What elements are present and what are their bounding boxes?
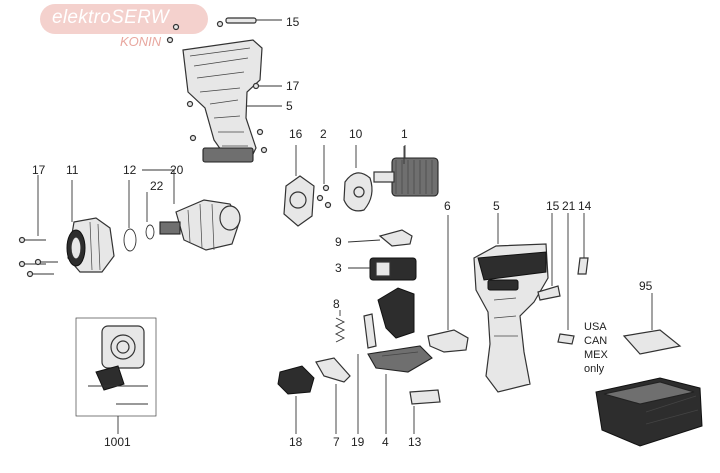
housing-half-left bbox=[182, 39, 263, 163]
callout-1001: 1001 bbox=[104, 435, 131, 449]
electronic-disc bbox=[343, 145, 373, 212]
watermark-badge bbox=[40, 4, 208, 34]
gear-housing bbox=[66, 180, 115, 273]
callout-16: 16 bbox=[289, 127, 303, 141]
callout-12: 12 bbox=[123, 163, 137, 177]
housing-screws-top bbox=[166, 17, 282, 154]
callout-20: 20 bbox=[170, 163, 184, 177]
battery-latch bbox=[427, 215, 469, 353]
callout-22: 22 bbox=[150, 179, 164, 193]
callout-8: 8 bbox=[333, 297, 340, 311]
callout-10: 10 bbox=[349, 127, 363, 141]
callout-5-right: 5 bbox=[493, 199, 500, 213]
callout-13: 13 bbox=[408, 435, 422, 449]
callout-7: 7 bbox=[333, 435, 340, 449]
callout-11: 11 bbox=[66, 163, 79, 177]
region-note-line-3: MEX bbox=[584, 349, 609, 361]
inset-panel bbox=[75, 317, 157, 434]
callout-9: 9 bbox=[335, 235, 342, 249]
callout-2: 2 bbox=[320, 127, 327, 141]
battery-pack bbox=[595, 293, 703, 447]
leader-lines bbox=[258, 105, 405, 164]
switch-cap bbox=[347, 229, 413, 247]
housing-assembled bbox=[473, 213, 549, 393]
warning-label bbox=[577, 213, 589, 275]
retaining-ring bbox=[123, 180, 137, 252]
callout-14: 14 bbox=[578, 199, 592, 213]
region-note-line-2: CAN bbox=[584, 335, 607, 347]
callout-3: 3 bbox=[335, 261, 342, 275]
washer bbox=[145, 192, 155, 240]
screw-set bbox=[316, 145, 332, 209]
callout-4: 4 bbox=[382, 435, 389, 449]
region-note-line-4: only bbox=[584, 363, 605, 375]
gear-drive-assembly bbox=[142, 169, 241, 251]
slide-rail bbox=[315, 357, 351, 434]
bearing-plate bbox=[283, 145, 315, 227]
callout-17-left: 17 bbox=[32, 163, 46, 177]
decal-strip bbox=[537, 213, 561, 301]
callout-18: 18 bbox=[289, 435, 303, 449]
spring bbox=[334, 310, 346, 343]
contact-strip bbox=[357, 313, 377, 434]
callout-5-top: 5 bbox=[286, 99, 293, 113]
watermark-city: KONIN bbox=[120, 34, 162, 49]
callout-15-right: 15 bbox=[546, 199, 560, 213]
trigger-base bbox=[367, 287, 433, 434]
callout-1: 1 bbox=[401, 127, 408, 141]
watermark-brand: elektroSERW bbox=[52, 7, 169, 28]
motor bbox=[373, 145, 439, 197]
callout-6: 6 bbox=[444, 199, 451, 213]
callout-21: 21 bbox=[562, 199, 576, 213]
callout-15-top: 15 bbox=[286, 15, 300, 29]
gear-housing-screws bbox=[18, 175, 58, 278]
region-note-line-1: USA bbox=[584, 321, 607, 333]
rating-label bbox=[409, 389, 441, 434]
callout-19: 19 bbox=[351, 435, 365, 449]
led-module bbox=[277, 365, 315, 434]
decal-region bbox=[557, 213, 575, 345]
callout-95: 95 bbox=[639, 279, 653, 293]
callout-17-top: 17 bbox=[286, 79, 300, 93]
switch bbox=[348, 257, 417, 281]
